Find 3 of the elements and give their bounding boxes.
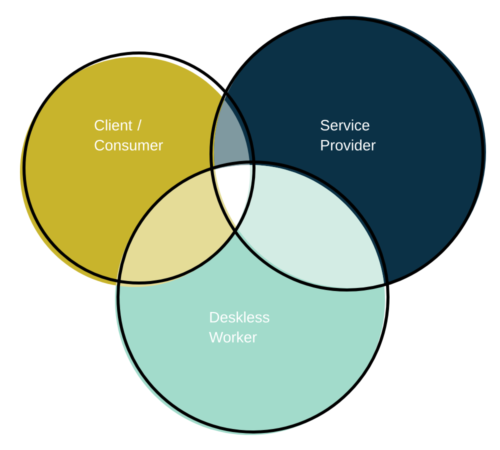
circle-label: Client / Consumer [94,120,163,150]
circle-label: Service Provider [320,120,376,150]
circle-label: Deskless Worker [209,312,270,342]
